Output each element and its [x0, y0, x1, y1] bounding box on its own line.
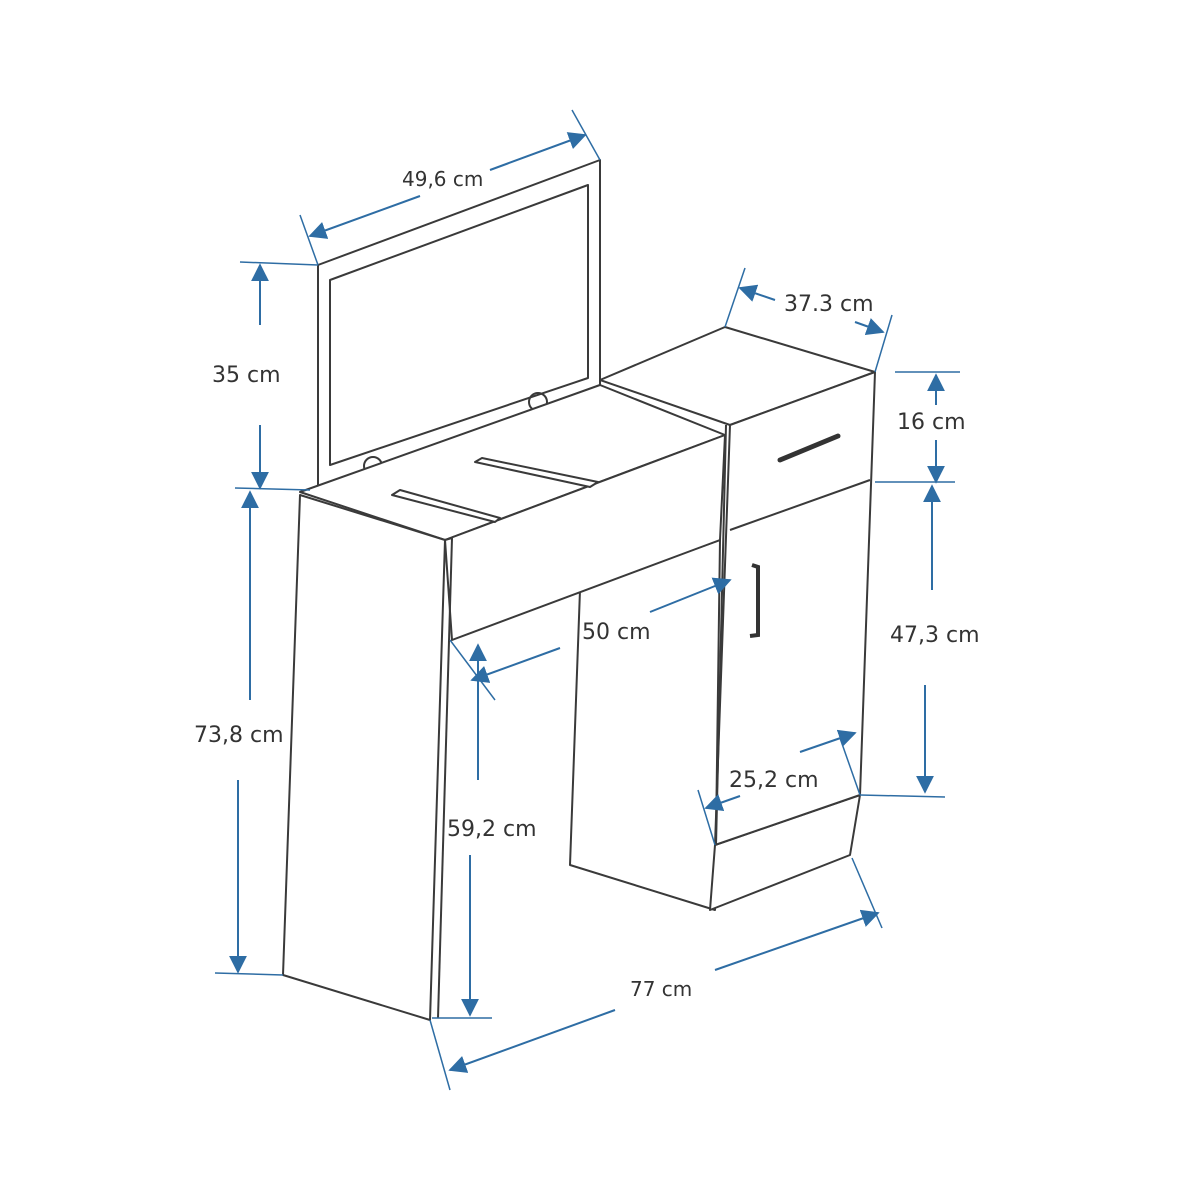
- label-cabinet-width: 25,2 cm: [727, 768, 821, 793]
- dimension-lines: [214, 109, 960, 1091]
- left-leg-panel: [282, 494, 446, 1021]
- mirror-glass: [329, 184, 589, 466]
- label-knee-height: 59,2 cm: [445, 817, 539, 842]
- divider: [474, 457, 599, 488]
- label-knee-depth: 50 cm: [580, 620, 653, 645]
- divider: [391, 489, 501, 523]
- label-drawer-height: 16 cm: [895, 410, 968, 435]
- label-total-width: 77 cm: [628, 977, 695, 1001]
- label-door-height: 47,3 cm: [888, 623, 982, 648]
- label-total-height: 73,8 cm: [192, 723, 286, 748]
- cabinet-body: [569, 539, 721, 911]
- label-cabinet-depth: 37.3 cm: [782, 292, 876, 317]
- door-handle: [749, 563, 760, 638]
- label-mirror-width: 49,6 cm: [400, 167, 486, 191]
- label-mirror-height: 35 cm: [210, 363, 283, 388]
- drawer-handle: [777, 433, 841, 463]
